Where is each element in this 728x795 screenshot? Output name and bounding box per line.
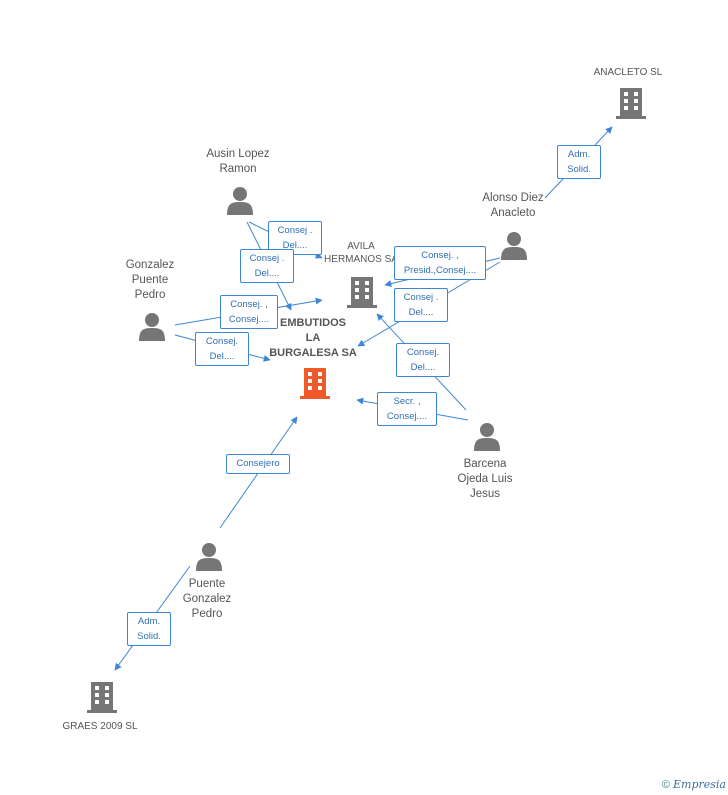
puente-person-icon[interactable] [196, 543, 222, 571]
alonso-person-icon[interactable] [501, 232, 527, 260]
node-label-gonzalez[interactable]: Gonzalez Puente Pedro [125, 259, 175, 301]
copyright-icon: © [661, 779, 670, 791]
edge-label-gonzalez-embutidos[interactable]: Consej. Del.... [195, 332, 249, 366]
node-label-alonso[interactable]: Alonso Diez Anacleto [482, 192, 544, 219]
node-label-avila-hermanos[interactable]: AVILA HERMANOS SA [324, 241, 398, 265]
edge-label-barcena-avila[interactable]: Consej. Del.... [396, 343, 450, 377]
ausin-person-icon[interactable] [227, 187, 253, 215]
node-label-graes[interactable]: GRAES 2009 SL [62, 721, 138, 732]
edge-label-barcena-embutidos[interactable]: Secr. , Consej.... [377, 392, 437, 426]
anacleto-building-icon[interactable] [616, 88, 646, 119]
edge-label-puente-embutidos[interactable]: Consejero [226, 454, 290, 474]
node-label-puente[interactable]: Puente Gonzalez Pedro [182, 578, 232, 620]
edge-label-alonso-embutidos[interactable]: Consej . Del.... [394, 288, 448, 322]
barcena-person-icon[interactable] [474, 423, 500, 451]
node-label-embutidos[interactable]: EMBUTIDOS LA BURGALESA SA [269, 317, 357, 359]
avila-building-icon[interactable] [347, 277, 377, 308]
edge-label-puente-graes[interactable]: Adm. Solid. [127, 612, 171, 646]
graes-building-icon[interactable] [87, 682, 117, 713]
node-label-ausin[interactable]: Ausin Lopez Ramon [206, 148, 270, 175]
gonzalez-person-icon[interactable] [139, 313, 165, 341]
edge-label-ausin-avila[interactable]: Consej . Del.... [268, 221, 322, 255]
embutidos-building-icon[interactable] [300, 368, 330, 399]
edge-label-alonso-avila[interactable]: Consej. , Presid.,Consej.... [394, 246, 486, 280]
edge-label-gonzalez-avila[interactable]: Consej. , Consej.... [220, 295, 278, 329]
footer-brand: © Empresia [662, 778, 726, 791]
brand-logo: Empresia [673, 778, 726, 791]
edge-label-ausin-embutidos[interactable]: Consej . Del.... [240, 249, 294, 283]
node-label-anacleto-sl[interactable]: ANACLETO SL [593, 67, 663, 78]
edge-label-alonso-anacleto[interactable]: Adm. Solid. [557, 145, 601, 179]
node-label-barcena[interactable]: Barcena Ojeda Luis Jesus [457, 458, 513, 500]
